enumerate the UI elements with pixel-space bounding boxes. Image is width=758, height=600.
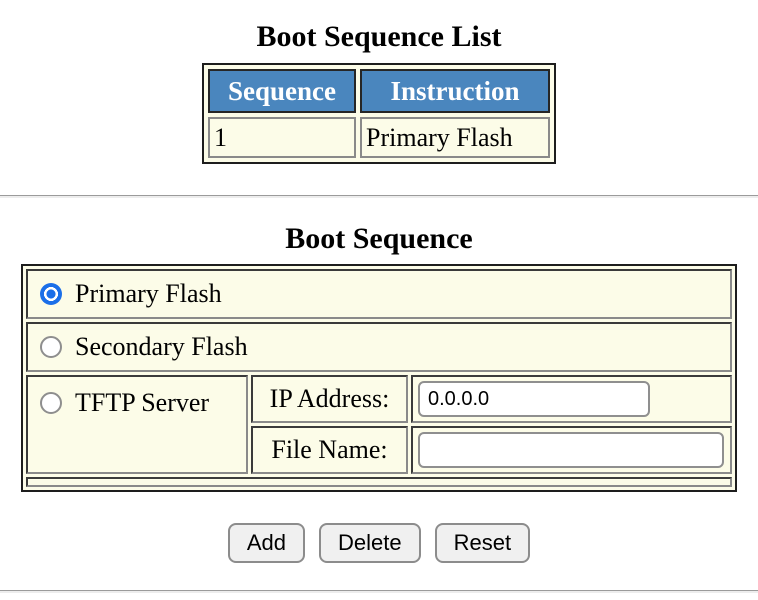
sequence-cell: 1 bbox=[208, 117, 356, 158]
primary-flash-label: Primary Flash bbox=[75, 279, 222, 308]
boot-sequence-list-table: Sequence Instruction 1 Primary Flash bbox=[202, 63, 556, 164]
instruction-cell: Primary Flash bbox=[360, 117, 550, 158]
table-row: 1 Primary Flash bbox=[208, 117, 550, 158]
primary-flash-row: Primary Flash bbox=[26, 269, 732, 319]
ip-address-label: IP Address: bbox=[251, 375, 408, 423]
delete-button[interactable]: Delete bbox=[319, 523, 421, 563]
button-row: Add Delete Reset bbox=[0, 523, 758, 563]
add-button[interactable]: Add bbox=[227, 523, 306, 563]
list-header-row: Sequence Instruction bbox=[208, 69, 550, 113]
divider-top bbox=[0, 195, 758, 198]
secondary-flash-row: Secondary Flash bbox=[26, 322, 732, 372]
boot-sequence-form-title: Boot Sequence bbox=[285, 222, 473, 255]
boot-sequence-form-table: Primary Flash Secondary Flash TFTP Serve… bbox=[21, 264, 737, 492]
spacer-row bbox=[26, 477, 732, 487]
tftp-server-radio[interactable] bbox=[40, 392, 62, 415]
primary-flash-option[interactable]: Primary Flash bbox=[26, 269, 732, 319]
divider-bottom bbox=[0, 590, 758, 593]
ip-address-cell bbox=[411, 375, 732, 423]
tftp-file-row: File Name: bbox=[26, 426, 732, 474]
boot-sequence-list-title: Boot Sequence List bbox=[256, 20, 502, 53]
file-name-cell bbox=[411, 426, 732, 474]
secondary-flash-option[interactable]: Secondary Flash bbox=[26, 322, 732, 372]
file-name-label: File Name: bbox=[251, 426, 408, 474]
tftp-ip-row: TFTP Server IP Address: bbox=[26, 375, 732, 474]
column-header-instruction: Instruction bbox=[360, 69, 550, 113]
primary-flash-radio[interactable] bbox=[40, 283, 62, 306]
column-header-sequence: Sequence bbox=[208, 69, 356, 113]
ip-address-input[interactable] bbox=[418, 381, 650, 417]
file-name-input[interactable] bbox=[418, 432, 724, 468]
secondary-flash-label: Secondary Flash bbox=[75, 332, 248, 361]
secondary-flash-radio[interactable] bbox=[40, 336, 62, 359]
tftp-server-option[interactable]: TFTP Server bbox=[26, 375, 248, 474]
tftp-server-label: TFTP Server bbox=[75, 388, 210, 417]
reset-button[interactable]: Reset bbox=[434, 523, 531, 563]
spacer-cell bbox=[26, 477, 732, 487]
